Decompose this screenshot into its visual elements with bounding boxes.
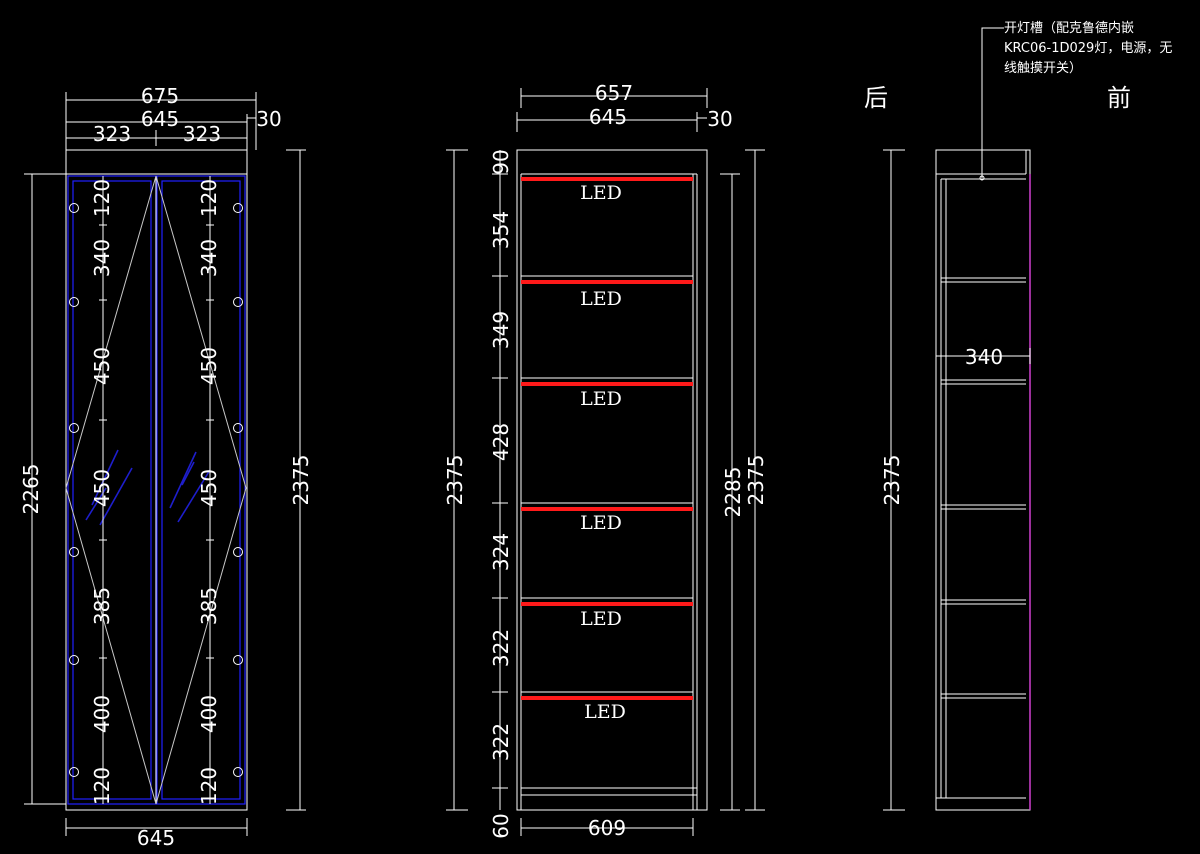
section-gap-4: 428 [489, 423, 513, 461]
section-bottom-width: 609 [588, 816, 626, 840]
section-gap-6: 322 [489, 629, 513, 667]
front-right-dim-7: 120 [197, 767, 221, 805]
section-gap-5: 324 [489, 533, 513, 571]
section-gap-3: 349 [489, 311, 513, 349]
side-cabinet-outline [935, 149, 1031, 811]
section-gap-1: 90 [489, 149, 513, 174]
front-left-dim-4: 450 [90, 469, 114, 507]
callout-line-1: 开灯槽（配克鲁德内嵌 [1004, 20, 1134, 36]
label-front: 前 [1107, 84, 1131, 112]
front-left-dim-7: 120 [90, 767, 114, 805]
front-right-total-height: 2375 [289, 455, 313, 506]
led-label-4: LED [580, 512, 622, 534]
front-left-total-height: 2265 [19, 464, 43, 515]
front-right-dim-1: 120 [197, 179, 221, 217]
section-view: LED LED LED LED LED LED 657 645 30 2375 [443, 81, 768, 840]
front-bottom-width: 645 [137, 826, 175, 850]
front-top-dimension-lines [65, 92, 257, 150]
label-back: 后 [864, 84, 888, 112]
section-cabinet-outline [516, 149, 708, 811]
section-gap-7: 322 [489, 723, 513, 761]
front-right-dim-5: 385 [197, 587, 221, 625]
section-left-total-height: 2375 [443, 455, 467, 506]
side-total-height: 2375 [880, 455, 904, 506]
front-right-dim-2: 340 [197, 239, 221, 277]
front-left-dim-5: 385 [90, 587, 114, 625]
side-depth: 340 [965, 345, 1003, 369]
front-left-dim-2: 340 [90, 239, 114, 277]
front-left-door-inner [72, 180, 152, 800]
section-led-strips [521, 177, 693, 700]
side-shelves [941, 178, 1026, 699]
side-view: 340 2375 后 前 开灯槽（配克鲁德内嵌 KRC06-1D029灯，电源，… [864, 20, 1172, 811]
front-right-door-width: 323 [183, 122, 221, 146]
front-right-door-inner [161, 180, 241, 800]
section-right-total-height: 2375 [744, 455, 768, 506]
led-label-5: LED [580, 608, 622, 630]
front-right-dim-6: 400 [197, 695, 221, 733]
front-left-door-width: 323 [93, 122, 131, 146]
front-hinge-circles [69, 203, 243, 777]
front-side-offset: 30 [256, 107, 281, 131]
section-overall-width: 657 [595, 81, 633, 105]
section-gap-2: 354 [489, 211, 513, 249]
section-shelves [521, 275, 693, 693]
callout-line-2: KRC06-1D029灯，电源，无 [1004, 41, 1172, 56]
front-right-dim-3: 450 [197, 347, 221, 385]
section-inner-width: 645 [589, 105, 627, 129]
front-left-dim-1: 120 [90, 179, 114, 217]
section-gap-8: 60 [489, 813, 513, 838]
led-label-6: LED [584, 701, 626, 723]
section-side-offset: 30 [707, 107, 732, 131]
front-left-dim-3: 450 [90, 347, 114, 385]
front-overall-width: 675 [141, 84, 179, 108]
front-left-door-swing [65, 175, 157, 805]
front-right-dim-4: 450 [197, 469, 221, 507]
front-left-dim-6: 400 [90, 695, 114, 733]
led-label-1: LED [580, 182, 622, 204]
front-cabinet-outline [65, 149, 248, 811]
callout-line-3: 线触摸开关） [1004, 61, 1082, 76]
led-label-2: LED [580, 288, 622, 310]
section-inner-height: 2285 [721, 467, 745, 518]
callout-leader [981, 27, 1004, 178]
front-right-door-swing [155, 175, 247, 805]
front-inner-width: 645 [141, 107, 179, 131]
led-label-3: LED [580, 388, 622, 410]
front-view: 675 645 323 323 30 2265 2375 645 120 340… [19, 84, 313, 850]
